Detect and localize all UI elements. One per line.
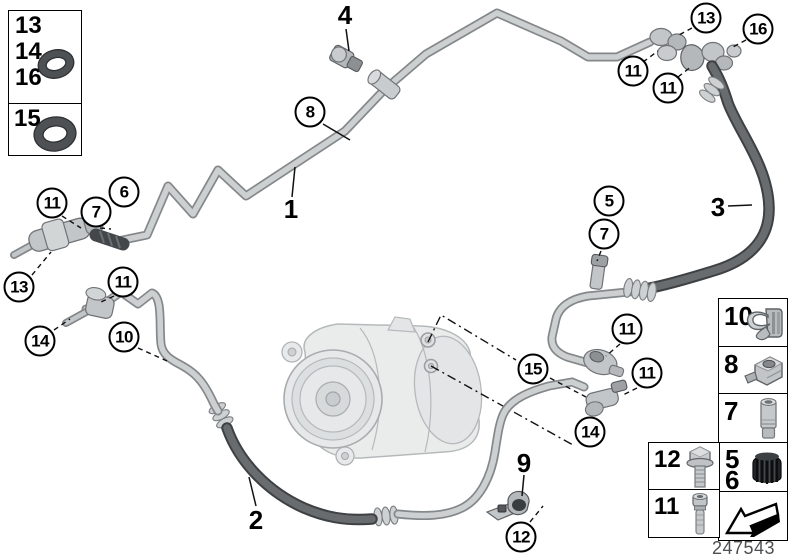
holder-clamp-icon	[743, 352, 787, 391]
callout-8[interactable]: 8	[294, 96, 326, 128]
inset-label-16: 16	[15, 64, 42, 91]
part-label-3[interactable]: 3	[710, 192, 726, 222]
callout-15[interactable]: 15	[517, 353, 549, 385]
hose-2	[221, 377, 589, 526]
callout-11-f[interactable]: 11	[631, 357, 663, 389]
compressor-ghost	[281, 316, 483, 466]
bolt-cell-11[interactable]: 11	[648, 489, 720, 538]
reference-lines	[427, 314, 574, 446]
part-label-1[interactable]: 1	[283, 194, 299, 224]
callout-11-a[interactable]: 11	[617, 55, 649, 87]
spacer-sleeve-icon	[756, 396, 781, 443]
o-ring-large-icon	[31, 114, 79, 154]
callout-14-left[interactable]: 14	[24, 325, 56, 357]
junction-fittings-top-right	[649, 27, 742, 71]
column-cell-direction-arrow[interactable]	[718, 491, 788, 541]
callout-16[interactable]: 16	[742, 13, 774, 45]
mount-bracket	[485, 490, 530, 521]
bolt-cell-12[interactable]: 12	[648, 442, 720, 491]
inset-cell-seal-15[interactable]: 15	[8, 103, 82, 156]
bolt-label-12: 12	[654, 446, 681, 473]
inset-cell-seals-top[interactable]: 13 14 16	[8, 10, 82, 105]
callout-11-b[interactable]: 11	[652, 72, 684, 104]
direction-arrow-icon	[723, 496, 784, 538]
pipe-clip-icon	[741, 302, 786, 344]
socket-head-screw-icon	[687, 491, 713, 538]
inset-label-14: 14	[15, 38, 42, 65]
column-label-5: 5	[725, 444, 740, 474]
column-cell-cap-5-6[interactable]: 5 6	[718, 442, 788, 493]
column-cell-clamp-8[interactable]: 8	[718, 346, 788, 395]
callout-10[interactable]: 10	[108, 321, 140, 353]
callout-leaders	[31, 27, 747, 523]
column-label-8: 8	[724, 349, 739, 379]
tube-10	[81, 287, 223, 416]
callout-14-mid[interactable]: 14	[574, 416, 606, 448]
callout-7-b[interactable]: 7	[588, 218, 620, 250]
callout-12[interactable]: 12	[505, 521, 537, 553]
callout-7-a[interactable]: 7	[80, 196, 112, 228]
callout-5[interactable]: 5	[593, 185, 625, 217]
part-label-2[interactable]: 2	[248, 505, 264, 535]
callout-11-e[interactable]: 11	[611, 313, 643, 345]
column-label-6: 6	[725, 465, 740, 495]
inset-label-13: 13	[15, 12, 42, 39]
o-ring-small-icon	[35, 47, 77, 81]
label-lines	[248, 28, 753, 507]
pressure-sensor	[329, 44, 401, 100]
callout-11-c[interactable]: 11	[36, 187, 68, 219]
column-cell-clip-10[interactable]: 10	[718, 298, 788, 348]
drawing-number: 247543	[712, 538, 776, 558]
hose-3	[547, 60, 775, 368]
hex-flange-bolt-icon	[681, 444, 719, 491]
elbow-fitting-left	[62, 287, 115, 327]
callout-11-d[interactable]: 11	[107, 266, 139, 298]
service-port-stub	[589, 253, 609, 290]
bolt-label-11: 11	[654, 493, 680, 520]
part-label-9[interactable]: 9	[516, 448, 532, 478]
callout-13-top[interactable]: 13	[690, 2, 722, 34]
protective-cap-icon	[747, 448, 787, 488]
callout-6[interactable]: 6	[108, 176, 140, 208]
column-label-7: 7	[724, 396, 739, 426]
column-cell-sleeve-7[interactable]: 7	[718, 393, 788, 444]
flange-fitting-upper	[583, 348, 625, 378]
tube-1	[113, 8, 655, 246]
callout-13-left[interactable]: 13	[3, 271, 35, 303]
elbow-fitting-lower	[584, 379, 628, 417]
part-label-4[interactable]: 4	[337, 0, 353, 30]
